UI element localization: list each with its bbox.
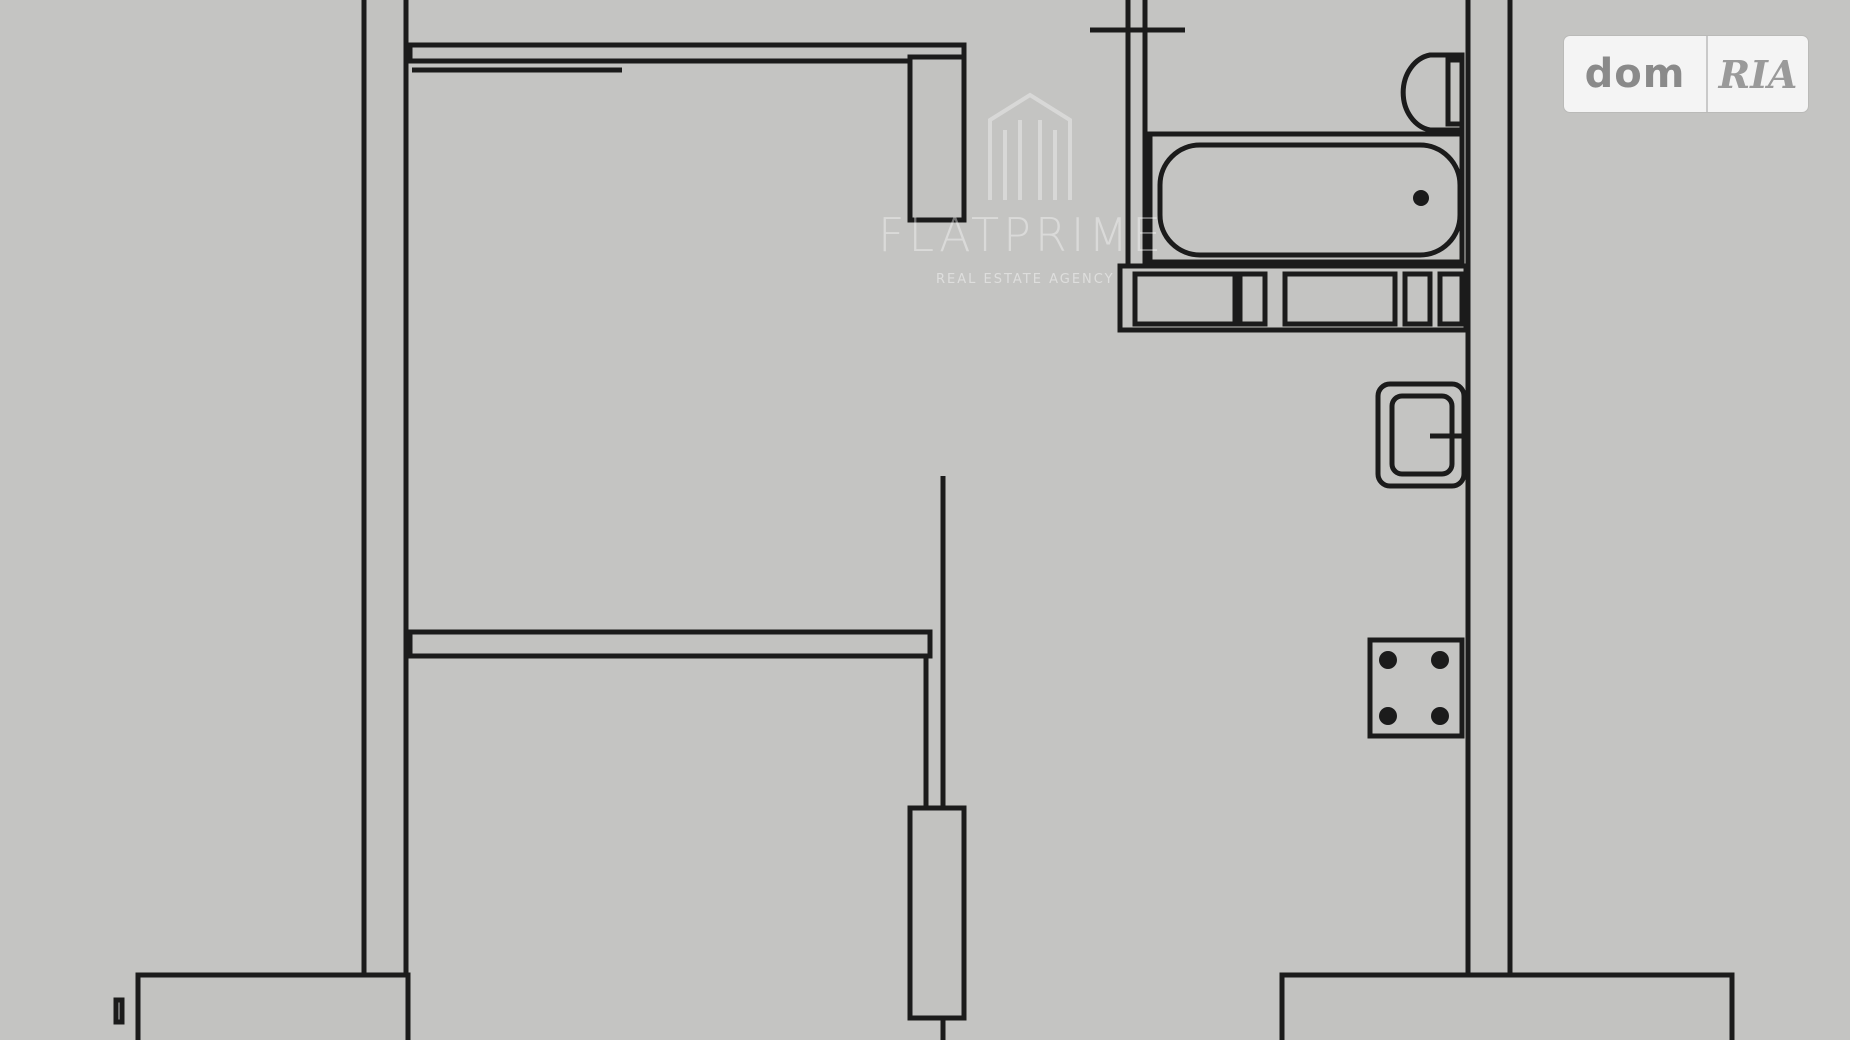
- bathroom-cabinet-4: [1402, 271, 1433, 327]
- bottom-right-wall: [1279, 972, 1735, 1040]
- bathroom-cabinet-1: [1132, 271, 1238, 327]
- logo-ria-text: RIA: [1718, 51, 1798, 97]
- logo-dom-text: dom: [1584, 51, 1686, 97]
- bathroom-cabinet-5: [1437, 271, 1465, 327]
- watermark-brand: FLATPRIME: [878, 208, 1166, 262]
- bottom-center-pillar: [907, 805, 967, 1021]
- stove-icon: [1367, 637, 1465, 739]
- bathtub-icon: [1147, 131, 1465, 265]
- watermark-tagline: REAL ESTATE AGENCY: [936, 272, 1115, 287]
- bathroom-cabinet-3: [1282, 271, 1398, 327]
- bottom-left-marker: [113, 997, 125, 1025]
- middle-partition: [407, 629, 933, 659]
- bathroom-cabinet-2: [1237, 271, 1268, 327]
- right-wall: [1465, 0, 1513, 1018]
- toilet-icon: [1400, 52, 1465, 133]
- watermark-building-icon: [988, 92, 1072, 200]
- top-right-pillar: [907, 54, 967, 223]
- logo-divider: [1706, 36, 1708, 112]
- left-wall: [361, 0, 409, 1018]
- top-partition: [407, 42, 967, 64]
- domria-logo: dom RIA: [1564, 36, 1808, 112]
- bathtub-drain-icon: [1413, 190, 1429, 206]
- sink-icon: [1375, 381, 1467, 489]
- bottom-left-wall: [135, 972, 411, 1040]
